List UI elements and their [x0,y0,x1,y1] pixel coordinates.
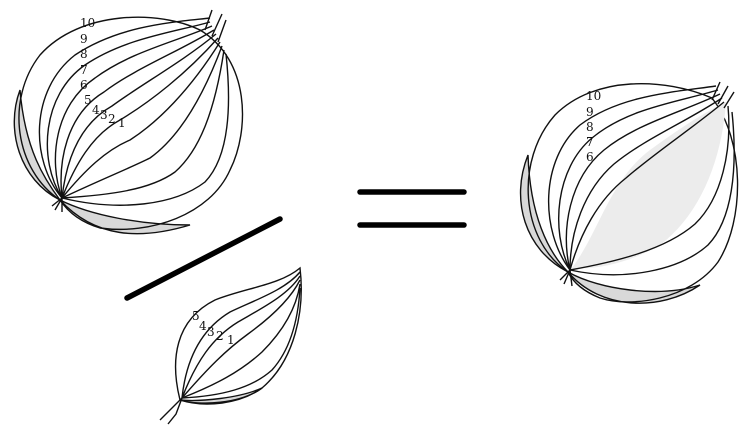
result-label-10: 10 [586,89,601,103]
result-label-9: 9 [586,105,594,119]
whole-label-2: 2 [108,112,116,126]
whole-label-6: 6 [80,78,88,92]
whole-onion-outline [19,17,243,229]
result-onion-labels: 10 9 8 7 6 [586,89,601,164]
small-label-3: 3 [207,325,215,339]
whole-label-3: 3 [100,108,108,122]
result-label-6: 6 [586,150,594,164]
result-label-7: 7 [586,135,594,149]
equals-sign [360,192,464,225]
small-onion-outline [176,268,302,403]
small-label-4: 4 [199,319,207,333]
whole-label-8: 8 [80,47,88,61]
whole-label-5: 5 [84,93,92,107]
whole-label-9: 9 [80,32,88,46]
whole-label-1: 1 [118,116,126,130]
whole-label-7: 7 [80,63,88,77]
small-onion: 5 4 3 2 1 [160,268,301,424]
small-label-1: 1 [227,333,235,347]
whole-label-10: 10 [80,16,95,30]
whole-label-4: 4 [92,103,100,117]
whole-onion-layers [39,10,228,212]
result-onion: 10 9 8 7 6 [521,82,738,303]
whole-onion: 10 9 8 7 6 5 4 3 2 1 [14,10,242,234]
small-label-2: 2 [216,329,224,343]
result-label-8: 8 [586,120,594,134]
